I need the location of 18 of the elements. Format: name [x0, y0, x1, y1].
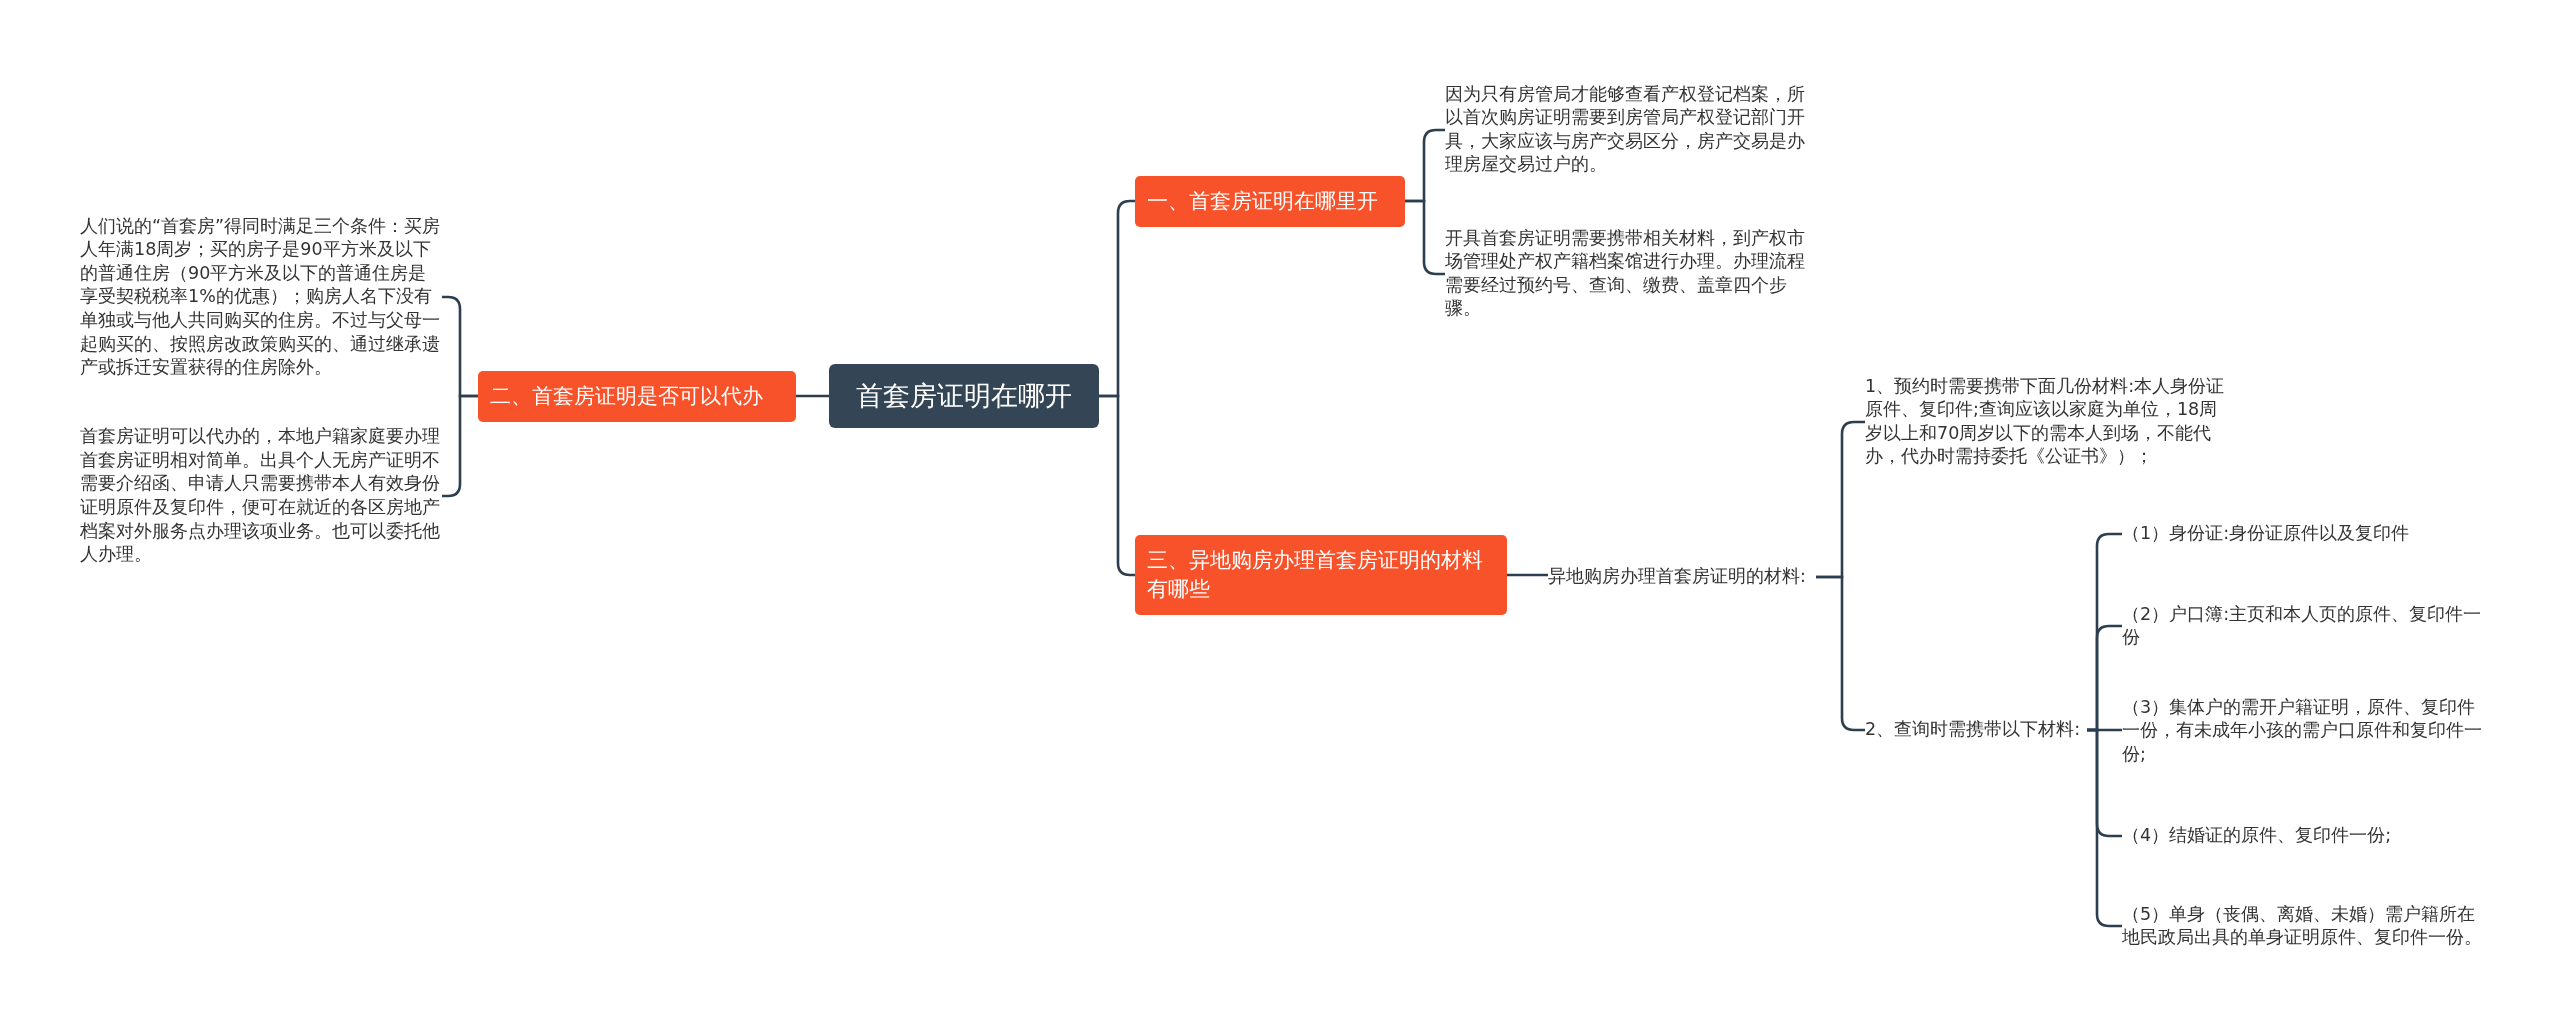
topic-text: （5）单身（丧偶、离婚、未婚）需户籍所在地民政局出具的单身证明原件、复印件一份。: [2122, 902, 2490, 950]
connector: [796, 394, 829, 398]
topic-text: 首套房证明可以代办的，本地户籍家庭要办理首套房证明相对简单。出具个人无房产证明不需要介绍函、申请人只需要携带本人有效身份证明原件及复印件，便可在就近的各区房地产档案对外服务点办理该项业务。也可以委托他人办理。: [80, 425, 442, 567]
branch-topic: 三、异地购房办理首套房证明的材料有哪些: [1135, 534, 1507, 616]
topic-text: （3）集体户的需开户籍证明，原件、复印件一份，有未成年小孩的需户口原件和复印件一份;: [2122, 695, 2490, 767]
topic-text: 因为只有房管局才能够查看产权登记档案，所以首次购房证明需要到房管局产权登记部门开具，大家应该与房产交易区分，房产交易是办理房屋交易过户的。: [1445, 82, 1815, 177]
central-topic: 首套房证明在哪开: [829, 364, 1099, 428]
connector: [1507, 573, 1548, 577]
topic-text: 开具首套房证明需要携带相关材料，到产权市场管理处产权产籍档案馆进行办理。办理流程需要经过预约号、查询、缴费、盖章四个步骤。: [1445, 226, 1815, 321]
topic-text: 人们说的“首套房”得同时满足三个条件：买房人年满18周岁；买的房子是90平方米及以下的普通住房（90平方米及以下的普通住房是享受契税税率1%的优惠）；购房人名下没有单独或与他人共同购买的住房。不过与父母一起购买的、按照房改政策购买的、通过继承遗产或拆迁安置获得的住房除外。: [80, 214, 442, 380]
topic-text: （1）身份证:身份证原件以及复印件: [2122, 522, 2490, 546]
branch-topic: 二、首套房证明是否可以代办: [478, 370, 796, 422]
topic-text: （2）户口簿:主页和本人页的原件、复印件一份: [2122, 602, 2490, 650]
topic-text: 1、预约时需要携带下面几份材料:本人身份证原件、复印件;查询应该以家庭为单位，18周岁以上和70周岁以下的需本人到场，不能代办，代办时需持委托《公证书》）；: [1865, 374, 2233, 469]
topic-text: 2、查询时需携带以下材料:: [1865, 718, 2087, 742]
branch-topic: 一、首套房证明在哪里开: [1135, 175, 1405, 227]
topic-text: 异地购房办理首套房证明的材料:: [1548, 565, 1816, 589]
topic-text: （4）结婚证的原件、复印件一份;: [2122, 824, 2490, 848]
